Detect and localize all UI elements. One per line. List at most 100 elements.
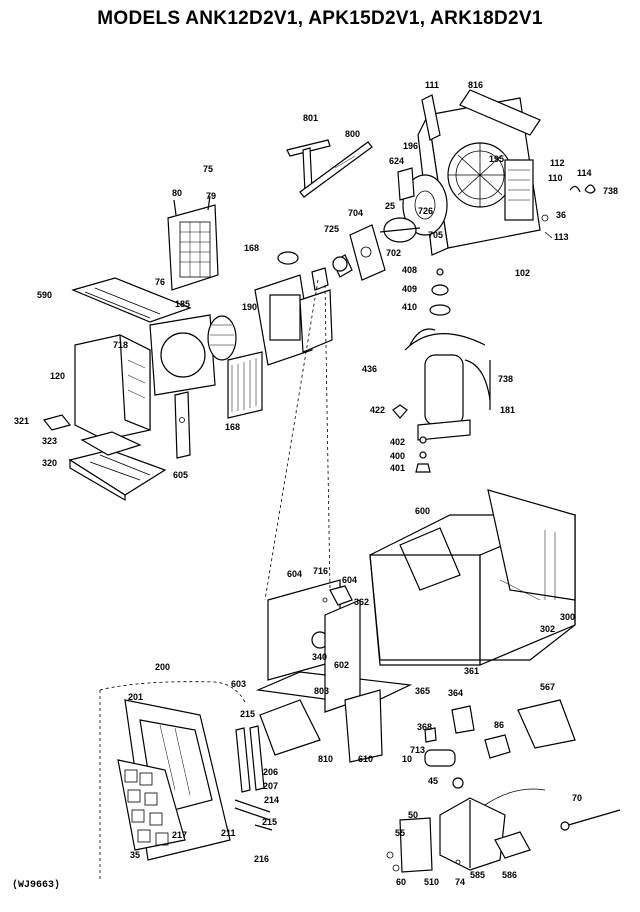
callout-c401: 401 <box>390 463 405 473</box>
callout-c60: 60 <box>396 877 406 887</box>
callout-c110: 110 <box>548 173 563 183</box>
callout-c323: 323 <box>42 436 57 446</box>
callout-c181: 181 <box>500 405 515 415</box>
callout-c111: 111 <box>425 80 439 90</box>
callout-c605: 605 <box>173 470 188 480</box>
callout-c713: 713 <box>410 745 425 755</box>
callout-c402: 402 <box>390 437 405 447</box>
callout-c604a: 604 <box>287 569 302 579</box>
callout-c201: 201 <box>128 692 143 702</box>
callout-c803: 803 <box>314 686 329 696</box>
callout-c716: 716 <box>313 566 328 576</box>
callout-c10: 10 <box>402 754 412 764</box>
callout-c79: 79 <box>206 191 216 201</box>
callout-c705: 705 <box>428 230 443 240</box>
callout-c190: 190 <box>242 302 257 312</box>
callout-c602: 602 <box>334 660 349 670</box>
front-grille-part <box>68 449 167 502</box>
control-panel-part <box>167 195 219 291</box>
callout-c207: 207 <box>263 781 278 791</box>
callout-c603: 603 <box>231 679 246 689</box>
callout-c340: 340 <box>312 652 327 662</box>
callout-c36: 36 <box>556 210 566 220</box>
leader-lines <box>99 279 331 880</box>
top-cover-part <box>71 277 192 323</box>
callout-c168a: 168 <box>244 243 259 253</box>
blower-motor-part <box>254 251 333 366</box>
callout-c70: 70 <box>572 793 582 803</box>
callout-c215a: 215 <box>240 709 255 719</box>
callout-c55: 55 <box>395 828 405 838</box>
callout-c738a: 738 <box>603 186 618 196</box>
callout-c400: 400 <box>390 451 405 461</box>
callout-c364: 364 <box>448 688 463 698</box>
callout-c586: 586 <box>502 870 517 880</box>
callout-c112: 112 <box>550 158 565 168</box>
callout-c320: 320 <box>42 458 57 468</box>
callout-c702: 702 <box>386 248 401 258</box>
evaporator-coil-168-part <box>227 351 263 419</box>
grille-35-part <box>117 759 186 851</box>
louvers-215-part <box>234 725 273 831</box>
callout-c300: 300 <box>560 612 575 622</box>
callout-c120: 120 <box>50 371 65 381</box>
callout-c590: 590 <box>37 290 52 300</box>
callout-c422: 422 <box>370 405 385 415</box>
motor-mount-725-part <box>332 224 386 281</box>
callout-c215b: 215 <box>262 817 277 827</box>
callout-c216: 216 <box>254 854 269 864</box>
callout-c86: 86 <box>494 720 504 730</box>
callout-c810: 810 <box>318 754 333 764</box>
blower-housing-part <box>149 314 237 396</box>
callout-c25: 25 <box>385 201 395 211</box>
callout-c74: 74 <box>455 877 465 887</box>
bracket-111-part <box>421 94 441 141</box>
callout-c726: 726 <box>418 206 433 216</box>
callout-c510: 510 <box>424 877 439 887</box>
callout-c76: 76 <box>155 277 165 287</box>
fan-motor-part <box>379 217 421 243</box>
callout-c801: 801 <box>303 113 318 123</box>
callout-c409: 409 <box>402 284 417 294</box>
callout-c600: 600 <box>415 506 430 516</box>
drawing-code: (WJ9663) <box>12 880 61 891</box>
callout-c214: 214 <box>264 795 279 805</box>
base-pan-part <box>255 579 413 763</box>
callout-c368: 368 <box>417 722 432 732</box>
callout-c75: 75 <box>203 164 213 174</box>
electrical-parts <box>424 699 621 831</box>
callout-c196: 196 <box>403 141 418 151</box>
callout-c35: 35 <box>130 850 140 860</box>
clip-321-part <box>42 414 72 431</box>
callout-c362: 362 <box>354 597 369 607</box>
compressor-part <box>404 328 491 441</box>
fan-hub-part <box>311 256 348 291</box>
callout-c585: 585 <box>470 870 485 880</box>
callout-c206: 206 <box>263 767 278 777</box>
callout-c361: 361 <box>464 666 479 676</box>
diagram-title: MODELS ANK12D2V1, APK15D2V1, ARK18D2V1 <box>97 8 543 29</box>
bracket-624-part <box>397 167 415 201</box>
callout-c610: 610 <box>358 754 373 764</box>
callout-c738b: 738 <box>498 374 513 384</box>
callout-c211: 211 <box>221 828 236 838</box>
callout-c410: 410 <box>402 302 417 312</box>
callout-c725: 725 <box>324 224 339 234</box>
callout-c45: 45 <box>428 776 438 786</box>
callout-c408: 408 <box>402 265 417 275</box>
callout-c50: 50 <box>408 810 418 820</box>
callout-c185: 185 <box>175 299 190 309</box>
bracket-605-part <box>174 391 191 459</box>
clip-114-part <box>541 184 596 239</box>
callout-c200: 200 <box>155 662 170 672</box>
callout-c80: 80 <box>172 188 182 198</box>
brace-801-part <box>286 139 331 193</box>
control-box-585-part <box>386 788 546 873</box>
callout-c168b: 168 <box>225 422 240 432</box>
callout-c321: 321 <box>14 416 29 426</box>
callout-c195: 195 <box>489 154 504 164</box>
brace-800-part <box>299 141 373 198</box>
side-panel-120-part <box>74 333 151 441</box>
